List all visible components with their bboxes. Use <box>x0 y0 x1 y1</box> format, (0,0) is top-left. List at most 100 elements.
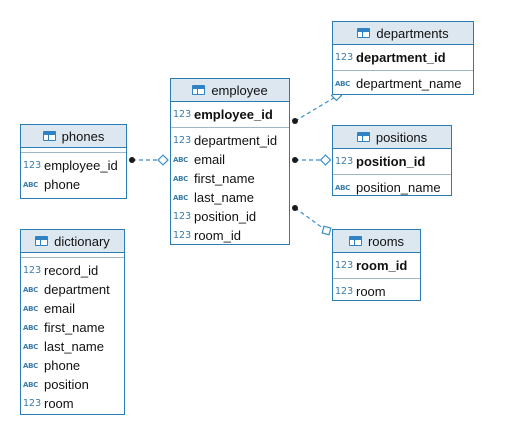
column-name: room_id <box>194 228 241 243</box>
column-row[interactable]: ABC email <box>21 299 124 318</box>
column-name: first_name <box>194 171 255 186</box>
text-type-icon: ABC <box>23 285 38 294</box>
primary-key-column-name: department_id <box>356 50 446 65</box>
column-name: email <box>194 152 226 167</box>
column-list: ABC department_name <box>333 71 473 96</box>
table-title: employee <box>211 82 268 98</box>
numeric-type-icon: 123 <box>335 286 354 297</box>
numeric-type-icon: 123 <box>173 230 192 241</box>
text-type-icon: ABC <box>23 323 38 332</box>
column-row[interactable]: ABC phone <box>21 175 126 194</box>
table-header: dictionary <box>21 230 124 253</box>
column-name: department <box>44 282 110 297</box>
link-end-dot <box>292 118 298 124</box>
text-type-icon: ABC <box>335 79 350 88</box>
numeric-type-icon: 123 <box>173 109 192 120</box>
table-icon <box>348 236 362 246</box>
column-name: position_id <box>194 209 257 224</box>
column-name: employee_id <box>44 158 118 173</box>
text-type-icon: ABC <box>23 361 38 370</box>
table-title: departments <box>376 25 449 41</box>
column-name: department_name <box>356 76 462 91</box>
header-separator <box>21 253 124 258</box>
column-name: last_name <box>194 190 254 205</box>
table-icon <box>35 236 49 246</box>
link-end-diamond <box>319 154 332 166</box>
table-title: rooms <box>367 233 405 249</box>
column-name: department_id <box>194 133 278 148</box>
numeric-type-icon: 123 <box>23 160 42 171</box>
primary-key-column-name: employee_id <box>194 107 273 122</box>
link-end-dot <box>292 205 298 211</box>
link-employee-rooms <box>294 207 328 232</box>
column-row[interactable]: ABC last_name <box>171 188 289 207</box>
column-row[interactable]: ABC first_name <box>21 318 124 337</box>
text-type-icon: ABC <box>335 183 350 192</box>
table-header: rooms <box>333 230 420 253</box>
header-separator <box>21 148 126 153</box>
column-name: phone <box>44 177 81 192</box>
column-name: phone <box>44 358 81 373</box>
numeric-type-icon: 123 <box>335 156 354 167</box>
text-type-icon: ABC <box>23 180 38 189</box>
column-name: room <box>356 284 386 299</box>
numeric-type-icon: 123 <box>23 265 42 276</box>
table-title: phones <box>61 128 105 144</box>
table-header: departments <box>333 22 473 45</box>
text-type-icon: ABC <box>173 193 188 202</box>
numeric-type-icon: 123 <box>173 211 192 222</box>
link-end-diamond <box>157 154 169 166</box>
table-icon <box>42 131 56 141</box>
link-end-square <box>321 225 332 236</box>
table-header: phones <box>21 125 126 148</box>
table-header: employee <box>171 79 289 102</box>
text-type-icon: ABC <box>23 380 38 389</box>
column-row[interactable]: ABC phone <box>21 356 124 375</box>
column-name: last_name <box>44 339 104 354</box>
table-icon <box>357 28 371 38</box>
primary-key-column-name: room_id <box>356 258 408 273</box>
table-title: positions <box>375 129 428 145</box>
table-title: dictionary <box>54 233 110 249</box>
text-type-icon: ABC <box>23 304 38 313</box>
column-name: email <box>44 301 76 316</box>
primary-key-column-name: position_id <box>356 154 426 169</box>
table-header: positions <box>333 126 451 149</box>
link-end-dot <box>292 157 298 163</box>
column-row[interactable]: ABC department <box>21 280 124 299</box>
column-row[interactable]: ABC department_name <box>333 74 473 93</box>
link-end-dot <box>129 157 135 163</box>
numeric-type-icon: 123 <box>173 135 192 146</box>
numeric-type-icon: 123 <box>335 260 354 271</box>
column-name: first_name <box>44 320 105 335</box>
